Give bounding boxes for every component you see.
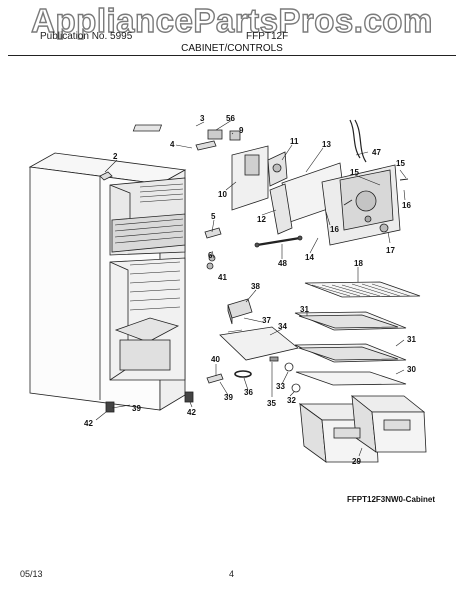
part-label-48: 48 — [278, 259, 287, 268]
part-label-39-right: 39 — [224, 393, 233, 402]
leader-lines — [95, 119, 407, 457]
wire-harness — [254, 119, 409, 248]
figure-id: FFPT12F3NW0-Cabinet — [347, 495, 436, 504]
light-components — [206, 298, 301, 393]
part-label-12: 12 — [257, 215, 266, 224]
part-label-41: 41 — [218, 273, 227, 282]
part-label-15-upper: 15 — [396, 159, 405, 168]
part-label-56: 56 — [226, 114, 235, 123]
part-label-9: 9 — [239, 126, 244, 135]
part-label-13: 13 — [322, 140, 331, 149]
part-label-35: 35 — [267, 399, 276, 408]
part-label-36: 36 — [244, 388, 253, 397]
section-title: CABINET/CONTROLS — [181, 43, 283, 54]
part-labels: 2 3 4 5 6 9 10 11 12 13 14 15 15 16 16 1… — [84, 114, 416, 466]
footer-date: 05/13 — [20, 569, 43, 579]
part-label-42-right: 42 — [187, 408, 196, 417]
part-label-32: 32 — [287, 396, 296, 405]
part-label-37: 37 — [262, 316, 271, 325]
model-number: FFPT12F — [246, 31, 289, 42]
part-label-10: 10 — [218, 190, 227, 199]
watermark-logo: AppliancePartsPros.com — [30, 1, 433, 39]
part-label-14: 14 — [305, 253, 314, 262]
part-label-29: 29 — [352, 457, 361, 466]
part-label-6: 6 — [208, 251, 213, 260]
footer-page-number: 4 — [229, 569, 235, 579]
glass-shelves — [294, 311, 407, 386]
hinge-parts — [99, 124, 241, 270]
part-label-39-left: 39 — [132, 404, 141, 413]
part-label-16-right: 16 — [402, 201, 411, 210]
part-label-33: 33 — [276, 382, 285, 391]
part-label-5: 5 — [211, 212, 216, 221]
part-label-4: 4 — [170, 140, 175, 149]
part-label-30: 30 — [407, 365, 416, 374]
publication-number: Publication No. 5995 — [40, 31, 133, 42]
part-label-15-lower: 15 — [350, 168, 359, 177]
part-label-3: 3 — [200, 114, 205, 123]
part-label-11: 11 — [290, 137, 299, 146]
part-label-31-upper: 31 — [300, 305, 309, 314]
part-label-40: 40 — [211, 355, 220, 364]
part-label-34: 34 — [278, 322, 287, 331]
part-label-18: 18 — [354, 259, 363, 268]
part-label-38: 38 — [251, 282, 260, 291]
part-label-17: 17 — [386, 246, 395, 255]
part-label-47: 47 — [372, 148, 381, 157]
wire-shelf — [304, 281, 421, 298]
control-housing — [231, 145, 288, 211]
refrigerator-cabinet — [28, 152, 194, 413]
header-divider — [8, 55, 456, 56]
part-label-42-left: 42 — [84, 419, 93, 428]
crisper-drawers — [298, 395, 427, 463]
part-label-31-lower: 31 — [407, 335, 416, 344]
part-label-16-left: 16 — [330, 225, 339, 234]
part-label-2: 2 — [113, 152, 118, 161]
